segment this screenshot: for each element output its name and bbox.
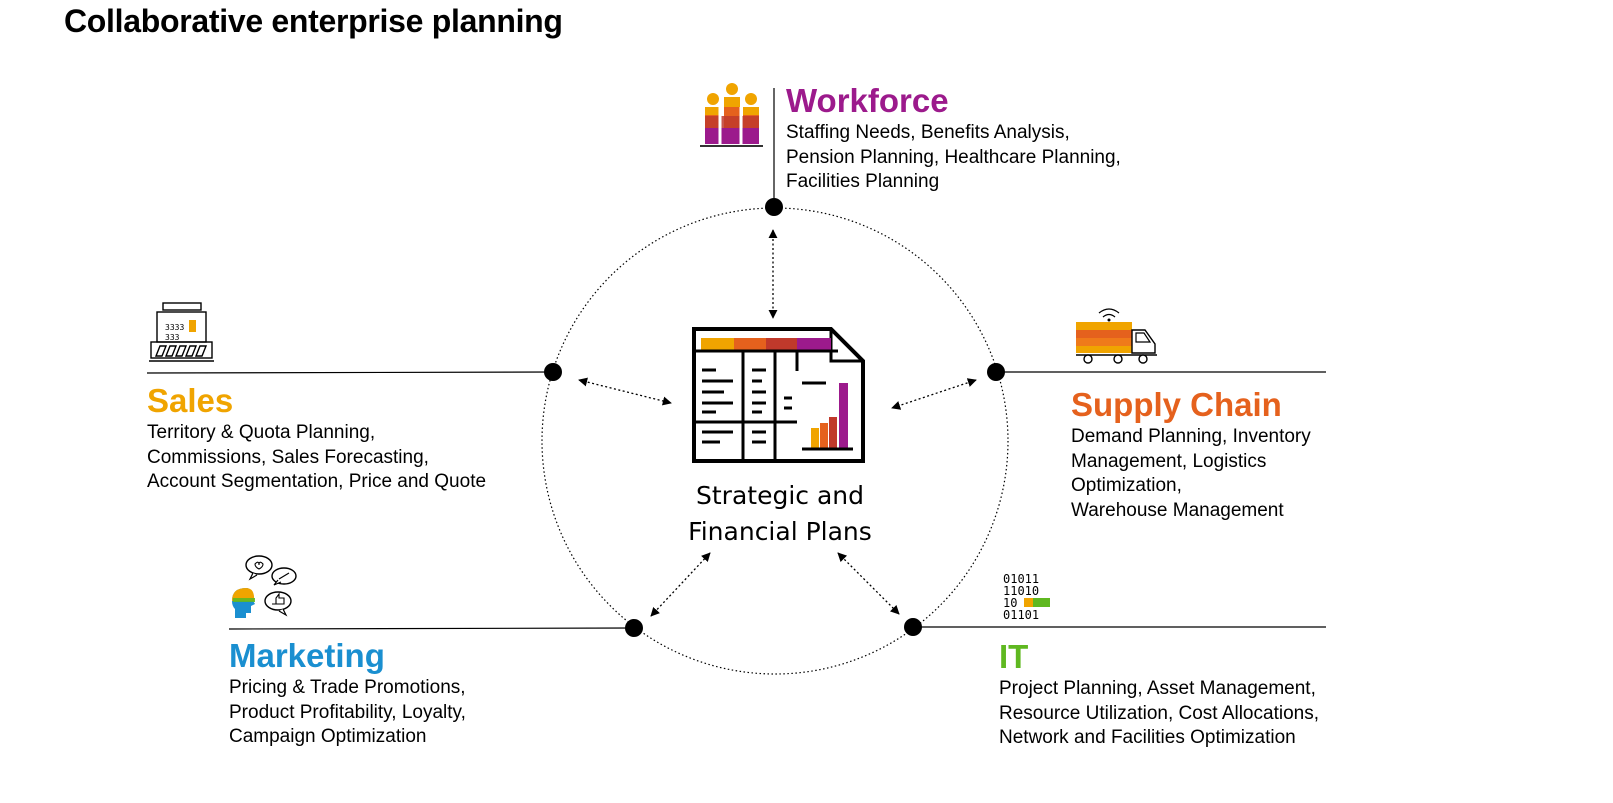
sales-connector bbox=[146, 371, 554, 374]
it-description-line: Project Planning, Asset Management, bbox=[999, 678, 1316, 699]
binary-line-2: 11010 bbox=[1003, 584, 1039, 598]
workforce-description: Staffing Needs, Benefits Analysis, Pensi… bbox=[786, 121, 1121, 195]
it-description-line: Resource Utilization, Cost Allocations, bbox=[999, 702, 1319, 724]
workforce-node bbox=[765, 198, 783, 216]
marketing-node bbox=[625, 619, 643, 637]
cash-register-icon: 3333 333 bbox=[149, 302, 214, 362]
people-icon bbox=[700, 83, 763, 147]
binary-line-4: 01101 bbox=[1003, 608, 1039, 622]
marketing-description-line: Pricing & Trade Promotions, bbox=[229, 677, 466, 698]
it-description: Project Planning, Asset Management, Reso… bbox=[999, 677, 1319, 751]
center-label-line: Financial Plans bbox=[688, 517, 872, 546]
supply-chain-description-line: Management, Logistics bbox=[1071, 450, 1267, 472]
marketing-heading: Marketing bbox=[229, 637, 385, 674]
sales-description: Territory & Quota Planning, Commissions,… bbox=[147, 421, 486, 495]
workforce-description-line: Pension Planning, Healthcare Planning, bbox=[786, 146, 1121, 168]
it-heading: IT bbox=[999, 638, 1029, 675]
binary-code-icon: 01011 11010 10 01101 bbox=[1003, 572, 1050, 622]
supply-chain-description-line: Optimization, bbox=[1071, 475, 1182, 496]
sales-description-line: Account Segmentation, Price and Quote bbox=[147, 471, 487, 492]
it-node bbox=[904, 618, 922, 636]
svg-text:3333: 3333 bbox=[165, 323, 184, 332]
customer-feedback-icon bbox=[232, 555, 297, 618]
svg-text:333: 333 bbox=[165, 333, 180, 342]
supply-chain-node bbox=[987, 363, 1005, 381]
supply-chain-description: Demand Planning, Inventory Management, L… bbox=[1071, 425, 1311, 523]
workforce-description-line: Facilities Planning bbox=[786, 171, 940, 192]
center-label: Strategic and Financial Plans bbox=[680, 478, 880, 550]
sales-description-line: Commissions, Sales Forecasting, bbox=[147, 446, 429, 468]
it-arrow bbox=[837, 552, 900, 615]
marketing-arrow bbox=[650, 552, 711, 617]
supply-chain-heading: Supply Chain bbox=[1071, 386, 1282, 423]
marketing-description-line: Product Profitability, Loyalty, bbox=[229, 701, 466, 723]
supply-chain-description-line: Demand Planning, Inventory bbox=[1071, 426, 1311, 447]
sales-arrow bbox=[578, 377, 672, 406]
binary-line-1: 01011 bbox=[1003, 572, 1039, 586]
supply-chain-arrow bbox=[891, 378, 977, 410]
sales-description-line: Territory & Quota Planning, bbox=[147, 422, 376, 443]
marketing-description-line: Campaign Optimization bbox=[229, 726, 427, 747]
supply-chain-description-line: Warehouse Management bbox=[1071, 499, 1284, 521]
it-description-line: Network and Facilities Optimization bbox=[999, 727, 1296, 748]
marketing-connector bbox=[228, 627, 635, 630]
marketing-description: Pricing & Trade Promotions, Product Prof… bbox=[229, 676, 466, 750]
sales-node bbox=[544, 363, 562, 381]
financial-plan-document-icon bbox=[692, 327, 865, 463]
sales-heading: Sales bbox=[147, 382, 234, 419]
planning-cycle-circle bbox=[541, 207, 1009, 675]
workforce-description-line: Staffing Needs, Benefits Analysis, bbox=[786, 122, 1070, 143]
center-label-line: Strategic and bbox=[696, 481, 864, 510]
delivery-truck-icon bbox=[1076, 308, 1157, 364]
page-title: Collaborative enterprise planning bbox=[64, 3, 563, 39]
binary-line-3: 10 bbox=[1003, 596, 1017, 610]
workforce-heading: Workforce bbox=[786, 82, 949, 119]
